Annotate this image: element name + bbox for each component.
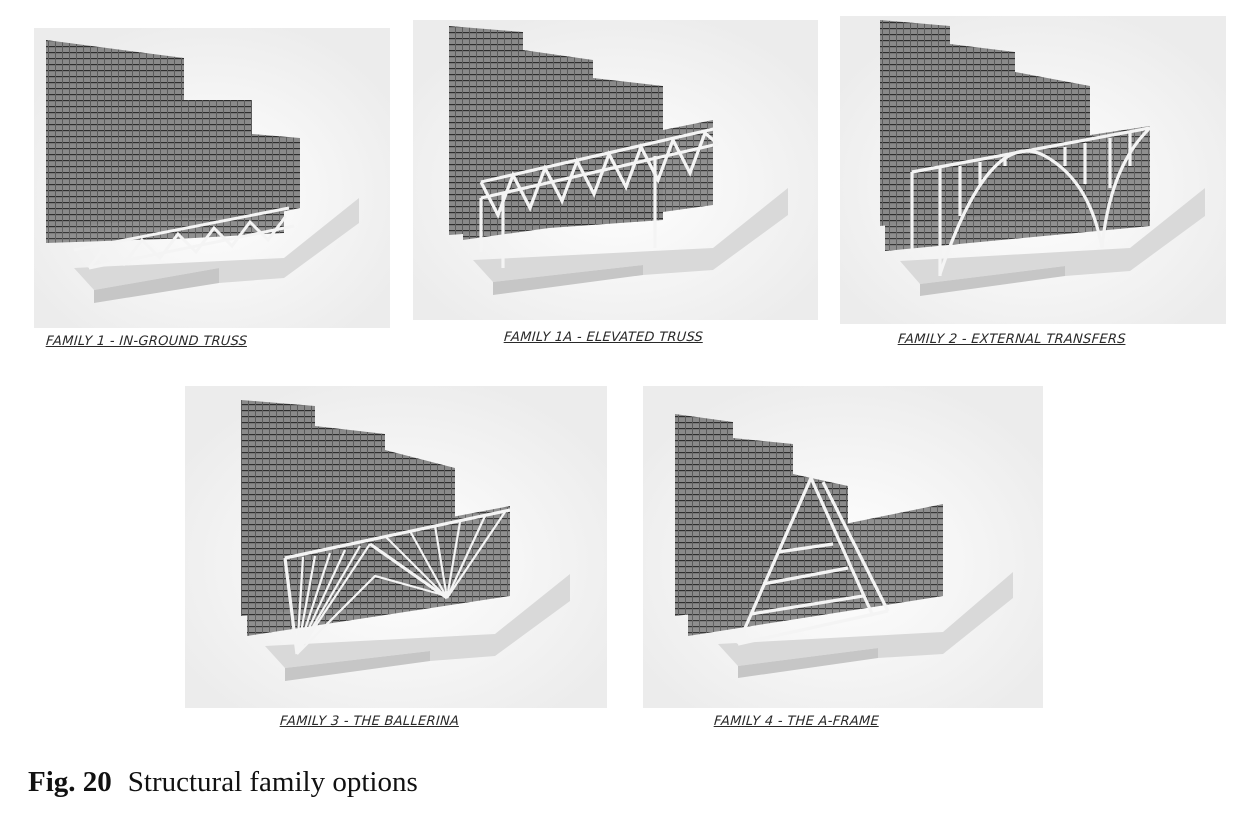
panel-family-4	[643, 386, 1043, 708]
family-4-render	[643, 386, 1043, 708]
panel-family-3	[185, 386, 607, 708]
panel-label-family-1: FAMILY 1 - IN-GROUND TRUSS	[45, 334, 248, 349]
family-3-render	[185, 386, 607, 708]
panel-label-family-4: FAMILY 4 - THE A-FRAME	[713, 714, 880, 729]
figure-caption: Fig. 20 Structural family options	[28, 766, 418, 799]
panel-label-family-1a: FAMILY 1A - ELEVATED TRUSS	[503, 330, 704, 345]
family-1a-render	[413, 20, 818, 320]
figure-number: Fig. 20	[28, 766, 112, 798]
panel-family-2	[840, 16, 1226, 324]
family-1-render	[34, 28, 390, 328]
figure-caption-text: Structural family options	[127, 766, 418, 798]
panel-family-1a	[413, 20, 818, 320]
family-2-render	[840, 16, 1226, 324]
panel-family-1	[34, 28, 390, 328]
panel-label-family-3: FAMILY 3 - THE BALLERINA	[279, 714, 460, 729]
panel-label-family-2: FAMILY 2 - EXTERNAL TRANSFERS	[897, 332, 1127, 347]
